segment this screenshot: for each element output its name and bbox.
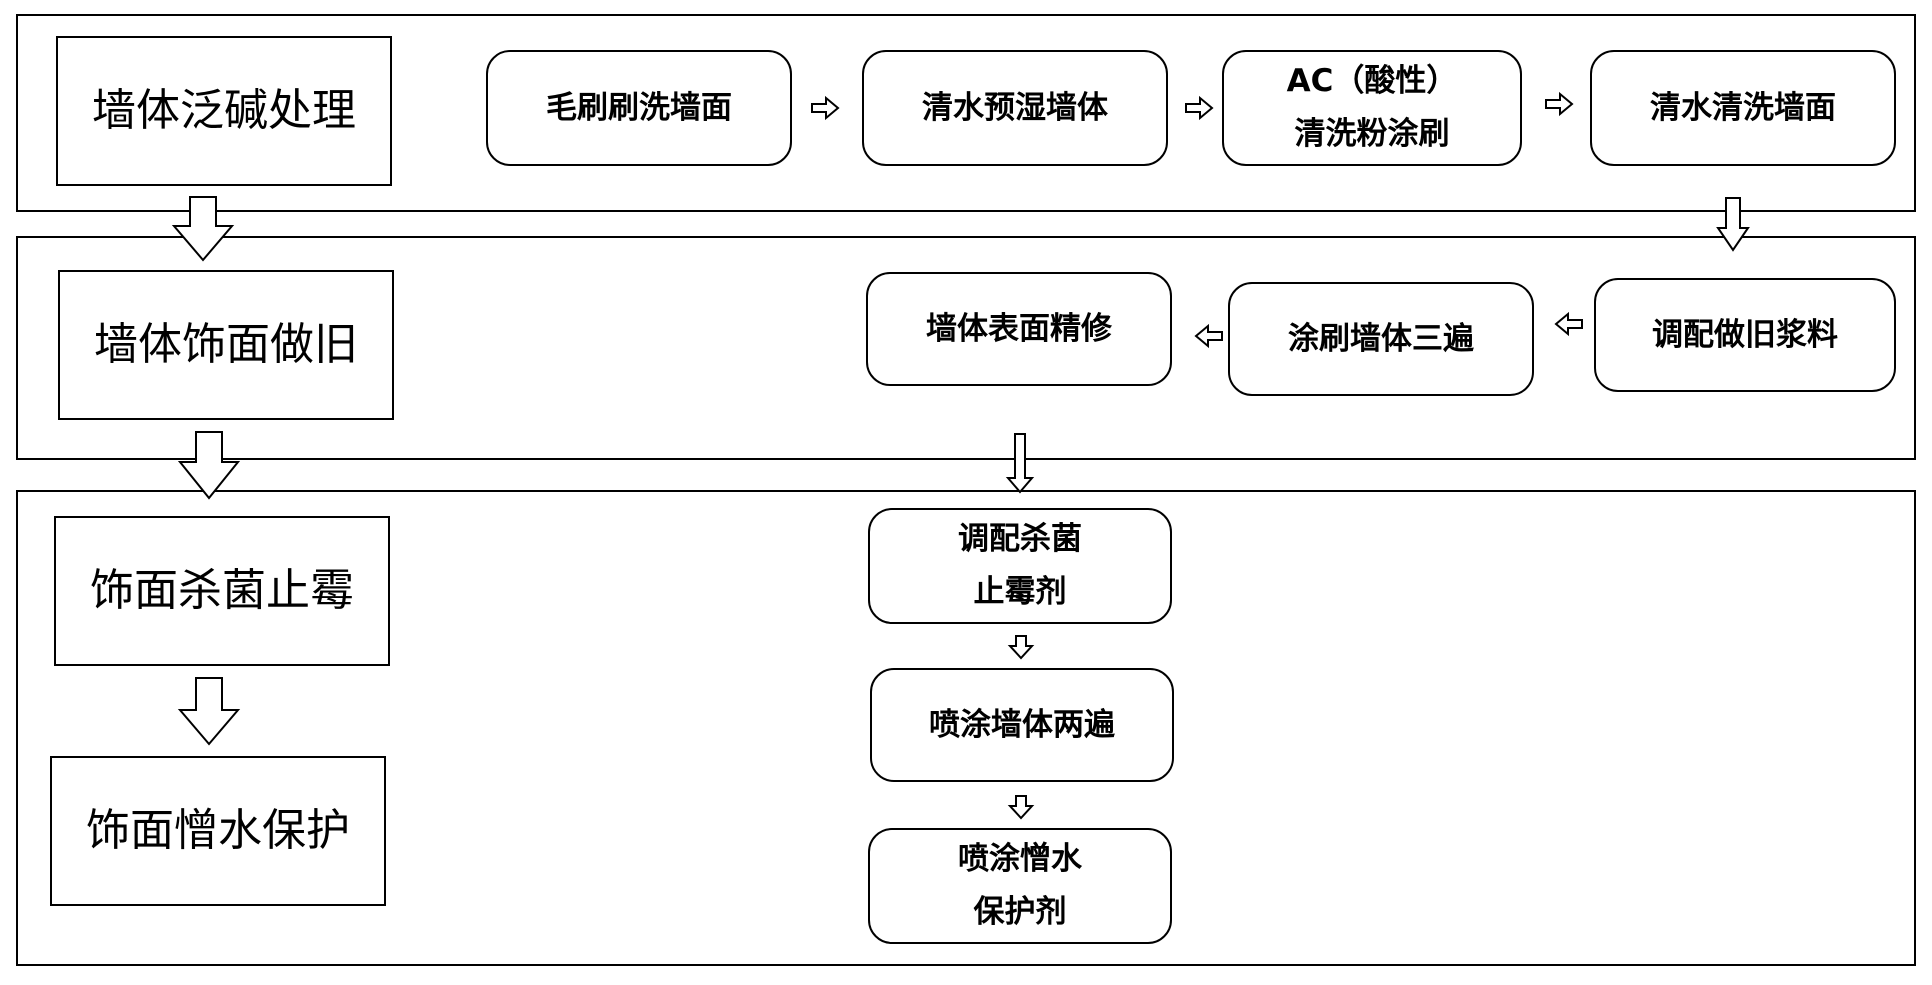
step-mix-aging-slurry: 调配做旧浆料 [1594, 278, 1896, 392]
arrow-down-icon [1005, 433, 1035, 494]
step-brush-wall: 毛刷刷洗墙面 [486, 50, 792, 166]
step-surface-refine: 墙体表面精修 [866, 272, 1172, 386]
step-line: 保护剂 [973, 894, 1067, 930]
arrow-down-icon [1716, 197, 1750, 252]
step-spray-repellent: 喷涂憎水 保护剂 [868, 828, 1172, 944]
step-line: 调配做旧浆料 [1652, 316, 1838, 353]
step-coat-three-times: 涂刷墙体三遍 [1228, 282, 1534, 396]
step-line: 清水预湿墙体 [922, 89, 1108, 126]
step-mix-antimold: 调配杀菌 止霉剂 [868, 508, 1172, 624]
step-prewet-wall: 清水预湿墙体 [862, 50, 1168, 166]
stage-sterilization: 饰面杀菌止霉 [54, 516, 390, 666]
arrow-down-icon [171, 196, 235, 262]
panel-protection [16, 490, 1916, 966]
arrow-down-icon [1007, 635, 1035, 660]
step-line: 清水清洗墙面 [1650, 89, 1836, 126]
panel-aging [16, 236, 1916, 460]
step-line: 止霉剂 [973, 574, 1067, 610]
step-line: 喷涂憎水 [958, 841, 1082, 878]
arrow-right-icon [1545, 91, 1574, 117]
step-line: AC（酸性） [1286, 63, 1458, 100]
step-line: 清洗粉涂刷 [1294, 116, 1450, 152]
arrow-left-icon [1194, 323, 1223, 349]
arrow-down-icon [177, 677, 241, 746]
step-spray-twice: 喷涂墙体两遍 [870, 668, 1174, 782]
step-line: 调配杀菌 [958, 521, 1082, 558]
stage-surface-aging: 墙体饰面做旧 [58, 270, 394, 420]
step-line: 毛刷刷洗墙面 [546, 89, 732, 126]
step-line: 喷涂墙体两遍 [929, 706, 1115, 743]
stage-efflorescence-treatment: 墙体泛碱处理 [56, 36, 392, 186]
stage-water-repellent: 饰面憎水保护 [50, 756, 386, 906]
step-line: 涂刷墙体三遍 [1288, 320, 1474, 357]
arrow-left-icon [1554, 311, 1583, 337]
arrow-right-icon [811, 95, 840, 121]
step-rinse-wall: 清水清洗墙面 [1590, 50, 1896, 166]
arrow-down-icon [1007, 795, 1035, 820]
arrow-right-icon [1185, 95, 1214, 121]
panel-efflorescence [16, 14, 1916, 212]
arrow-down-icon [177, 431, 241, 500]
step-acid-cleaning: AC（酸性） 清洗粉涂刷 [1222, 50, 1522, 166]
step-line: 墙体表面精修 [926, 310, 1112, 347]
